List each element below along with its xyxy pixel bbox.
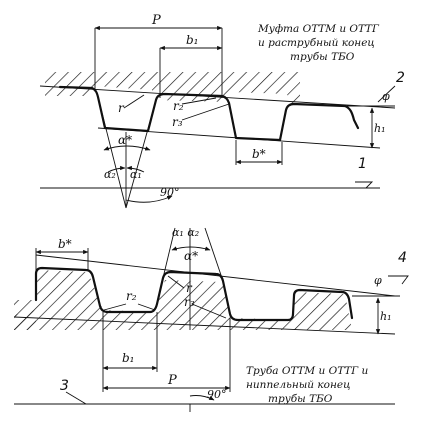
bottom-callout-3: 3	[60, 378, 69, 394]
bottom-90-arc	[189, 395, 215, 401]
bottom-bstar-label: b*	[58, 237, 72, 251]
bottom-b1-label: b₁	[122, 351, 135, 365]
bottom-alpha-flank-left	[162, 227, 176, 279]
top-caption-line-3: трубы ТБО	[290, 51, 355, 63]
top-r3-leader	[181, 103, 230, 121]
top-r-label: r	[118, 101, 125, 115]
top-alpha-flank-left	[97, 96, 127, 209]
bottom-h1-label: h₁	[380, 310, 392, 323]
top-caption-line-1: Муфта ОТТМ и ОТТГ	[257, 23, 380, 35]
bottom-phi-label: φ	[374, 274, 382, 287]
top-coupling-hatch	[45, 72, 300, 104]
top-alpha-arc	[103, 145, 151, 151]
top-thread-diagram: P b₁ r r₂ r₃ b* α* α₂ α₁ 90° φ h₁	[39, 13, 405, 209]
top-phi-label: φ	[382, 90, 390, 103]
bottom-r2-label: r₂	[126, 289, 137, 303]
bottom-caption-line-2: ниппельный конец	[246, 379, 350, 391]
top-alpha1-label: α₁	[130, 168, 142, 181]
bottom-p-label: P	[167, 373, 177, 388]
bottom-root-line	[13, 316, 396, 335]
bottom-r2-leader-2	[137, 303, 156, 311]
top-r2-label: r₂	[173, 99, 184, 113]
top-alpha2-label: α₂	[104, 168, 116, 181]
bottom-callout-4-leader	[388, 275, 409, 285]
bottom-callout-3-leader	[65, 391, 87, 405]
top-alpha-label: α*	[118, 133, 132, 147]
top-root-line	[97, 127, 381, 149]
bottom-alpha12-label: α₁ α₂	[172, 226, 199, 239]
bottom-alpha-flank-right	[204, 227, 224, 282]
bottom-alpha-arc	[171, 246, 211, 251]
bottom-callout-4: 4	[398, 250, 407, 266]
bottom-pitch-line	[35, 254, 396, 297]
bottom-pipe-hatch-left	[14, 310, 36, 330]
bottom-r-leader	[167, 275, 185, 289]
bottom-r2-leader	[103, 303, 127, 311]
bottom-r3-leader	[191, 303, 227, 319]
top-callout-2-leader	[377, 85, 396, 103]
bottom-caption-line-3: трубы ТБО	[268, 393, 333, 405]
top-alpha-flank-right	[125, 99, 157, 209]
top-alpha1-arc	[126, 165, 145, 173]
top-alpha2-arc	[107, 165, 126, 173]
top-bstar-label: b*	[252, 147, 266, 161]
top-callout-1-leader	[355, 181, 374, 189]
bottom-r-label: r	[186, 281, 193, 295]
top-caption-line-2: и раструбный конец	[258, 37, 375, 49]
top-h1-label: h₁	[374, 122, 386, 135]
bottom-r3-label: r₃	[184, 295, 195, 309]
top-90-label: 90°	[160, 186, 180, 199]
top-r-leader	[123, 94, 145, 109]
bottom-pipe-hatch	[14, 270, 352, 330]
bottom-thread-diagram: b* r₂ α₁ α₂ α* r r₃ b₁ P 90° φ h₁	[13, 226, 409, 412]
top-profile-tail	[343, 104, 360, 130]
top-p-label: P	[151, 13, 161, 28]
bottom-alpha-label: α*	[184, 249, 198, 263]
top-r3-label: r₃	[172, 115, 183, 129]
top-r2-leader	[181, 97, 217, 105]
top-thread-profile	[58, 85, 347, 142]
bottom-90-label: 90°	[207, 388, 227, 401]
top-90-arc	[125, 195, 173, 203]
top-pitch-line	[39, 85, 396, 109]
top-callout-2: 2	[396, 70, 405, 86]
top-b1-label: b₁	[186, 33, 199, 47]
bottom-caption-line-1: Труба ОТТМ и ОТТГ и	[246, 365, 369, 377]
bottom-thread-profile	[34, 266, 354, 322]
top-callout-1: 1	[358, 156, 367, 172]
